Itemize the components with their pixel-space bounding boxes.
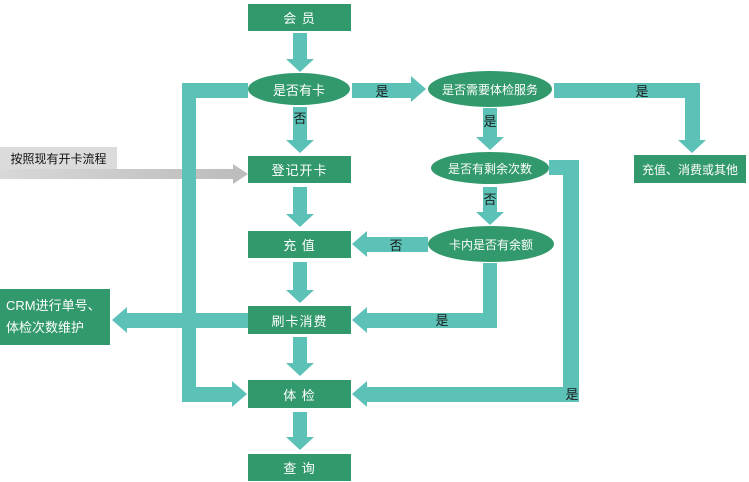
arrow-balance-swipe-vbar [483, 263, 497, 328]
note-existing-process: 按照现有开卡流程 [0, 147, 117, 169]
arrow-balance-swipe-hbar [367, 313, 497, 328]
node-register-card: 登记开卡 [248, 156, 351, 183]
note-arrow-head [233, 164, 248, 184]
arrow-balance-recharge-head [352, 231, 367, 257]
arrow-remaining-exam-vbar [563, 160, 579, 402]
arrow-member-hascard-bar [293, 33, 307, 59]
loop-left-bottom-bar [182, 387, 232, 402]
arrow-swipe-exam-bar [293, 337, 307, 363]
arrow-remaining-balance-bar [483, 187, 497, 212]
edge-label-has-card-no: 否 [293, 111, 307, 126]
arrow-remaining-exam-stub [549, 160, 567, 175]
arrow-register-recharge-bar [293, 187, 307, 214]
loop-left-vbar [182, 83, 196, 402]
node-physical-exam: 体 检 [248, 380, 351, 408]
edge-label-remaining-yes: 是 [565, 387, 579, 402]
node-has-card: 是否有卡 [248, 73, 350, 105]
edge-label-need-exam-right: 是 [635, 84, 649, 99]
arrow-remaining-exam-hbar [367, 387, 563, 402]
edge-label-remaining-no: 否 [483, 192, 497, 207]
arrow-hascard-needexam-bar [352, 83, 411, 98]
arrow-needexam-other-vbar [685, 83, 700, 140]
edge-label-has-card-yes: 是 [375, 84, 389, 99]
loop-left-head [232, 381, 247, 407]
arrow-swipe-crm-bar [127, 313, 248, 328]
note-arrow-bar [0, 169, 233, 179]
arrow-hascard-needexam-head [411, 76, 426, 102]
node-member: 会 员 [248, 4, 351, 31]
arrow-swipe-crm-head [112, 307, 127, 333]
arrow-needexam-remaining-bar [483, 108, 497, 137]
crm-line-1: CRM进行单号、 [6, 298, 101, 313]
arrow-balance-recharge-bar [367, 237, 428, 252]
node-recharge: 充 值 [248, 231, 351, 258]
arrow-exam-query-bar [293, 412, 307, 437]
edge-label-need-exam-down: 是 [483, 114, 497, 129]
loop-left-top-stub [182, 83, 248, 98]
arrow-exam-query-head [286, 437, 314, 450]
edge-label-balance-no: 否 [389, 238, 403, 253]
arrow-hascard-register-head [286, 140, 314, 153]
arrow-member-hascard-head [286, 59, 314, 72]
arrow-remaining-exam-head [352, 381, 367, 407]
arrow-remaining-balance-head [476, 212, 504, 225]
node-need-exam-service: 是否需要体检服务 [428, 71, 552, 107]
node-card-balance: 卡内是否有余额 [428, 226, 554, 262]
edge-label-balance-yes: 是 [435, 313, 449, 328]
crm-line-2: 体检次数维护 [6, 320, 85, 335]
arrow-needexam-other-head [678, 140, 706, 153]
node-recharge-consume-other: 充值、消费或其他 [634, 155, 746, 183]
arrow-hascard-register-bar [293, 107, 307, 140]
arrow-recharge-swipe-bar [293, 262, 307, 290]
node-swipe-consume: 刷卡消费 [248, 306, 351, 334]
arrow-balance-swipe-head [352, 307, 367, 333]
arrow-swipe-exam-head [286, 363, 314, 376]
node-query: 查 询 [248, 454, 351, 481]
arrow-recharge-swipe-head [286, 290, 314, 303]
arrow-needexam-remaining-head [476, 137, 504, 150]
arrow-needexam-other-hbar [554, 83, 700, 98]
node-crm-maintenance: CRM进行单号、 体检次数维护 [0, 289, 110, 345]
arrow-register-recharge-head [286, 214, 314, 227]
node-has-remaining-times: 是否有剩余次数 [431, 152, 549, 184]
